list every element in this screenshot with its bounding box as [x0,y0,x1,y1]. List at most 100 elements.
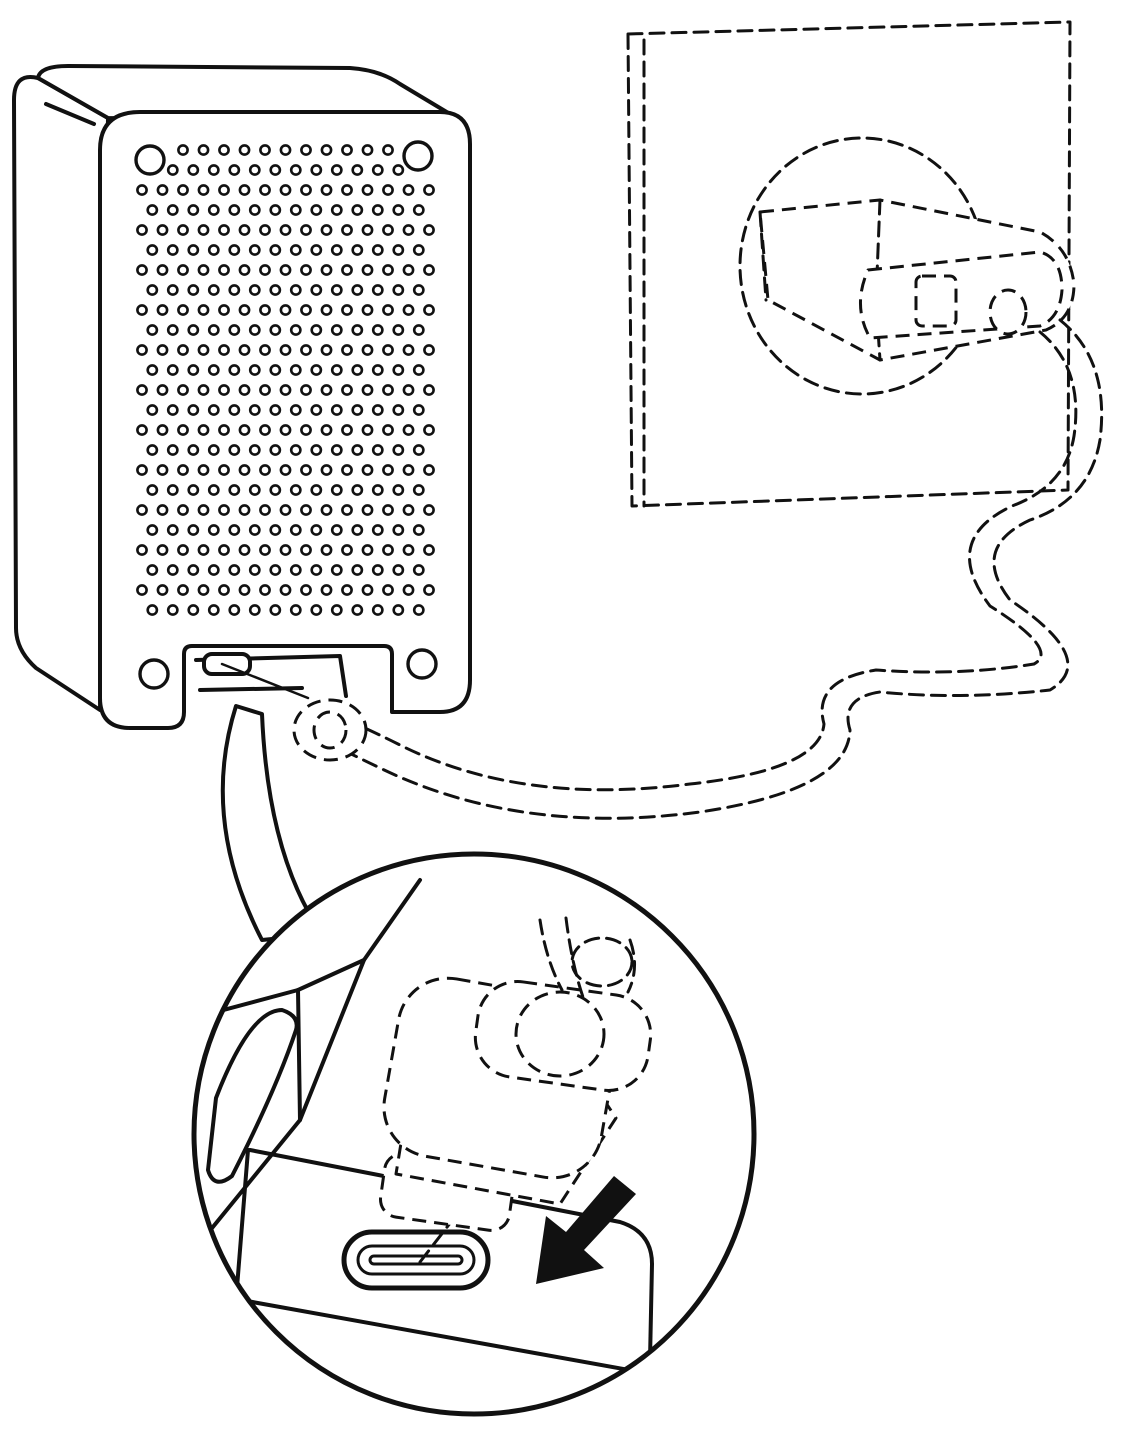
grille-hole [187,164,200,176]
grille-hole [177,184,189,196]
grille-hole [248,484,261,496]
grille-hole [207,604,220,616]
grille-hole [341,384,353,396]
grille-hole [412,324,425,336]
grille-hole [330,364,343,376]
grille-hole [320,584,333,596]
grille-hole [279,224,292,236]
grille-hole [156,504,169,516]
grille-hole [177,424,189,436]
grille-hole [156,544,169,556]
grille-hole [361,504,374,516]
speaker-device [12,64,472,730]
speaker-front-face [98,110,472,730]
speaker-edge-highlight [44,102,96,126]
grille-hole [382,384,394,396]
grille-hole [207,444,220,456]
grille-hole [371,244,384,256]
grille-hole [300,144,312,156]
grille-hole [156,584,169,596]
grille-hole [341,424,353,436]
cable-outer-line [298,318,1104,820]
wall-outlet [626,20,1076,508]
grille-hole [382,464,394,476]
grille-hole [392,204,405,216]
grille-hole [289,404,302,416]
grille-hole [228,524,241,536]
grille-hole [330,604,343,616]
grille-hole [166,484,179,496]
grille-hole [351,484,364,496]
grille-hole [371,324,384,336]
grille-hole [423,464,435,476]
grille-hole [207,484,220,496]
grille-hole [361,544,374,556]
grille-hole [218,504,230,516]
grille-hole [382,544,394,556]
grille-hole [300,544,312,556]
grille-hole [156,424,169,436]
grille-hole [371,484,384,496]
grille-hole [228,324,241,336]
grille-hole [197,544,210,556]
grille-hole [402,464,415,476]
grille-hole [248,564,261,576]
grille-hole [330,204,343,216]
power-cable [292,318,1104,820]
grille-hole [310,564,323,576]
grille-hole [361,264,374,276]
grille-hole [371,404,384,416]
grille-hole [423,544,435,556]
grille-hole [300,584,312,596]
grille-hole [207,324,220,336]
grille-hole [187,324,200,336]
grille-hole [392,564,405,576]
grille-hole [248,524,261,536]
corner-screw-bottom-left [138,658,170,690]
grille-hole [289,484,302,496]
grille-hole [320,264,333,276]
grille-hole [187,364,200,376]
grille-hole [351,284,364,296]
grille-hole [197,344,210,356]
grille-hole [156,264,169,276]
grille-hole [361,384,374,396]
grille-hole [187,604,200,616]
grille-hole [269,284,282,296]
grille-hole [310,444,323,456]
grille-hole [412,244,425,256]
grille-hole [279,544,292,556]
grille-hole [402,544,415,556]
grille-hole [320,424,333,436]
grille-hole [289,444,302,456]
grille-hole [136,384,148,396]
grille-hole [136,584,148,596]
grille-hole [166,284,179,296]
grille-hole [412,564,425,576]
grille-hole [382,584,394,596]
grille-hole [341,464,353,476]
grille-hole [269,244,282,256]
grille-hole [259,304,271,316]
grille-hole [330,564,343,576]
grille-hole [156,184,169,196]
grille-hole [259,544,271,556]
grille-hole [310,364,323,376]
grille-hole [289,284,302,296]
grille-hole [218,264,230,276]
grille-hole [259,264,271,276]
grille-hole [310,244,323,256]
grille-hole [320,344,333,356]
grille-hole [218,544,230,556]
grille-hole [320,544,333,556]
grille-hole [382,304,394,316]
grille-hole [197,264,210,276]
grille-hole [341,504,353,516]
grille-hole [248,164,261,176]
grille-hole [361,184,374,196]
grille-hole [197,224,210,236]
grille-hole [146,484,159,496]
grille-hole [300,304,312,316]
grille-hole [177,464,189,476]
